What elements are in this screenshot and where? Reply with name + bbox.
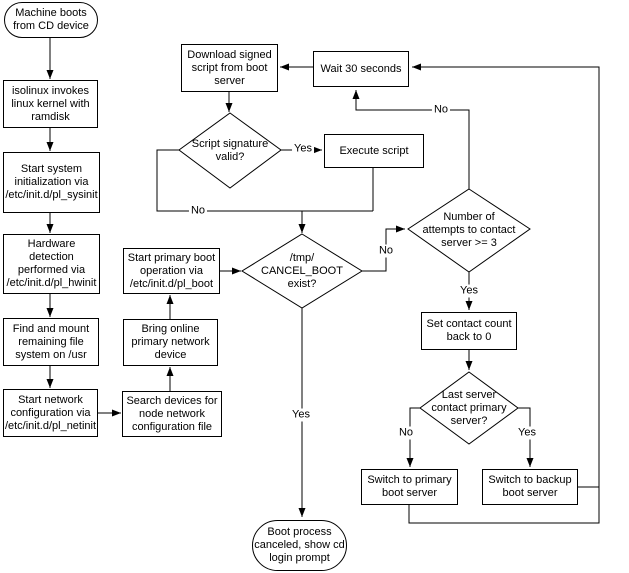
edge-attempts-no-to-wait30	[352, 90, 470, 189]
decision-script-signature-shape	[178, 112, 282, 189]
process-set-contact-count-label: Set contact count back to 0	[426, 318, 512, 343]
process-pl-boot-label: Start primary boot operation via /etc/in…	[127, 251, 216, 290]
decision-attempt-count-label: Number of attempts to contact server >= …	[422, 210, 516, 249]
start-terminator: Machine boots from CD device	[4, 2, 98, 38]
process-download-script: Download signed script from boot server	[181, 44, 278, 92]
process-sysinit-label: Start system initialization via /etc/ini…	[5, 163, 98, 201]
process-find-mount-label: Find and mount remaining file system on …	[12, 322, 90, 361]
process-execute-script: Execute script	[324, 134, 424, 168]
process-search-devices-label: Search devices for node network configur…	[126, 394, 218, 433]
edge-label-signature-no: No	[188, 204, 208, 218]
edge-label-signature-yes: Yes	[292, 142, 314, 156]
decision-last-server-shape	[419, 371, 519, 445]
edge-lastserver-no-to-primary	[406, 407, 420, 467]
decision-attempt-count-shape	[407, 188, 531, 273]
process-download-script-label: Download signed script from boot server	[187, 48, 272, 87]
process-switch-primary: Switch to primary boot server	[361, 469, 458, 505]
process-wait-30-seconds-label: Wait 30 seconds	[320, 62, 402, 75]
process-wait-30-seconds: Wait 30 seconds	[313, 51, 409, 87]
edge-lastserver-yes-to-backup	[518, 407, 534, 467]
decision-cancel-boot-label: /tmp/ CANCEL_BOOT exist?	[261, 251, 343, 290]
edge-label-attempts-no: No	[431, 103, 451, 117]
process-set-contact-count: Set contact count back to 0	[421, 312, 517, 350]
edge-label-lastserver-no: No	[396, 426, 416, 440]
process-switch-backup-label: Switch to backup boot server	[488, 474, 572, 499]
process-bring-online-label: Bring online primary network device	[131, 323, 210, 361]
process-isolinux: isolinux invokes linux kernel with ramdi…	[3, 80, 98, 128]
decision-script-signature-label: Script signature valid?	[191, 138, 269, 163]
process-execute-script-label: Execute script	[339, 144, 409, 157]
process-find-mount: Find and mount remaining file system on …	[3, 318, 99, 366]
decision-cancel-boot-shape	[241, 233, 363, 309]
process-switch-backup: Switch to backup boot server	[482, 469, 578, 505]
edge-label-cancel-yes: Yes	[290, 408, 312, 422]
process-netinit-label: Start network configuration via /etc/ini…	[4, 393, 97, 432]
process-switch-primary-label: Switch to primary boot server	[367, 474, 452, 499]
end-terminator-label: Boot process canceled, show cd login pro…	[254, 526, 345, 564]
process-bring-online: Bring online primary network device	[123, 319, 218, 366]
edge-sigvalid-no-junction	[156, 149, 373, 212]
process-sysinit: Start system initialization via /etc/ini…	[3, 152, 100, 213]
process-pl-boot: Start primary boot operation via /etc/in…	[123, 248, 220, 294]
edge-label-cancel-no: No	[376, 244, 396, 258]
edge-label-attempts-yes: Yes	[458, 284, 480, 298]
process-isolinux-label: isolinux invokes linux kernel with ramdi…	[11, 84, 90, 123]
edge-label-lastserver-yes: Yes	[516, 426, 538, 440]
edge-switch-loop-to-wait30	[408, 63, 600, 524]
process-hwinit: Hardware detection performed via /etc/in…	[3, 234, 100, 294]
start-terminator-label: Machine boots from CD device	[13, 7, 89, 32]
process-netinit: Start network configuration via /etc/ini…	[3, 389, 98, 437]
end-terminator: Boot process canceled, show cd login pro…	[252, 520, 347, 571]
process-search-devices: Search devices for node network configur…	[122, 391, 222, 437]
process-hwinit-label: Hardware detection performed via /etc/in…	[6, 238, 97, 289]
decision-last-server-label: Last server contact primary server?	[431, 388, 507, 427]
